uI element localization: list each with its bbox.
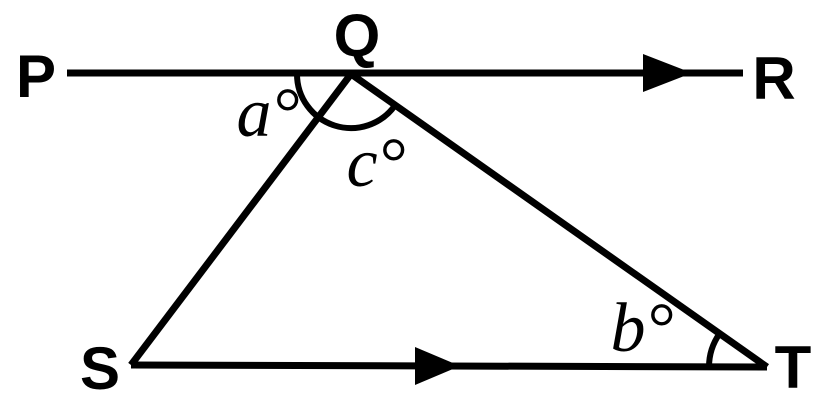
point-label-R: R (752, 45, 795, 112)
line-PR-arrowhead-icon (643, 54, 692, 92)
point-label-Q: Q (334, 2, 381, 69)
angle-label-c: c° (346, 125, 405, 202)
angle-arc-at-Q (293, 73, 398, 132)
line-ST-arrowhead-icon (415, 347, 460, 385)
angle-label-a: a° (237, 75, 300, 152)
point-label-P: P (16, 43, 56, 110)
point-label-T: T (775, 334, 812, 401)
line-QT (348, 71, 770, 370)
angle-arc-at-T (706, 331, 723, 368)
angle-label-b: b° (611, 290, 674, 367)
point-label-S: S (80, 335, 120, 402)
line-QS (128, 71, 354, 368)
